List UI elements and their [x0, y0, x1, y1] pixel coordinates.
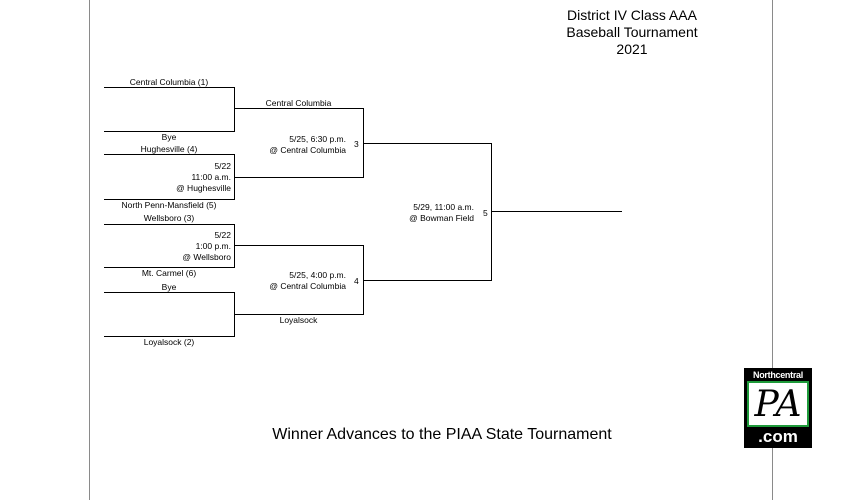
slot-line-team6 — [104, 267, 234, 268]
game-a-time: 11:00 a.m. — [191, 172, 231, 182]
logo-pa-mark: PA — [747, 381, 809, 427]
r2-team-central-columbia: Central Columbia — [265, 98, 332, 108]
left-border — [89, 0, 90, 500]
title-line-2: Baseball Tournament — [566, 24, 698, 40]
right-border — [772, 0, 773, 500]
game3-number: 3 — [354, 139, 359, 149]
team-hughesville-4: Hughesville (4) — [140, 144, 198, 154]
r2-team-loyalsock: Loyalsock — [279, 315, 318, 325]
final-game-number: 5 — [483, 208, 488, 218]
slot-line-team1 — [104, 87, 234, 88]
team-wellsboro-3: Wellsboro (3) — [143, 213, 195, 223]
logo-top-text: Northcentral — [753, 370, 803, 380]
game4-number: 4 — [354, 276, 359, 286]
team-north-penn-mansfield-5: North Penn-Mansfield (5) — [121, 200, 217, 210]
team-bye-1: Bye — [161, 132, 177, 142]
logo-dotcom-text: .com — [758, 427, 798, 446]
sf-line-1 — [363, 143, 492, 144]
game-b-date: 5/22 — [214, 230, 231, 240]
final-datetime: 5/29, 11:00 a.m. — [413, 202, 474, 212]
northcentralpa-logo: Northcentral PA .com — [744, 368, 812, 448]
slot-line-team5 — [104, 224, 234, 225]
slot-line-team7 — [104, 292, 234, 293]
r2-line-3 — [234, 245, 363, 246]
champion-line — [491, 211, 622, 212]
r2-line-4 — [234, 314, 363, 315]
bracket-connector-7 — [491, 143, 492, 281]
game-b-time: 1:00 p.m. — [195, 241, 231, 251]
slot-line-team3 — [104, 154, 234, 155]
game3-datetime: 5/25, 6:30 p.m. — [289, 134, 346, 144]
team-loyalsock-2: Loyalsock (2) — [143, 337, 195, 347]
game-b-site: @ Wellsboro — [182, 252, 231, 262]
r2-line-2 — [234, 177, 363, 178]
final-site: @ Bowman Field — [409, 213, 474, 223]
slot-line-team2 — [104, 131, 234, 132]
bracket-connector-3 — [234, 224, 235, 268]
game4-datetime: 5/25, 4:00 p.m. — [289, 270, 346, 280]
title-line-3: 2021 — [616, 41, 648, 57]
title-line-1: District IV Class AAA — [567, 7, 697, 23]
bracket-connector-1 — [234, 87, 235, 132]
game3-site: @ Central Columbia — [269, 145, 346, 155]
slot-line-team8 — [104, 336, 234, 337]
team-mt-carmel-6: Mt. Carmel (6) — [141, 268, 197, 278]
team-central-columbia-1: Central Columbia (1) — [129, 77, 209, 87]
r2-line-1 — [234, 108, 363, 109]
team-bye-2: Bye — [161, 282, 177, 292]
footer-note: Winner Advances to the PIAA State Tourna… — [272, 426, 612, 443]
sf-line-2 — [363, 280, 492, 281]
game4-site: @ Central Columbia — [269, 281, 346, 291]
game-a-date: 5/22 — [214, 161, 231, 171]
slot-line-team4 — [104, 199, 234, 200]
game-a-site: @ Hughesville — [176, 183, 231, 193]
